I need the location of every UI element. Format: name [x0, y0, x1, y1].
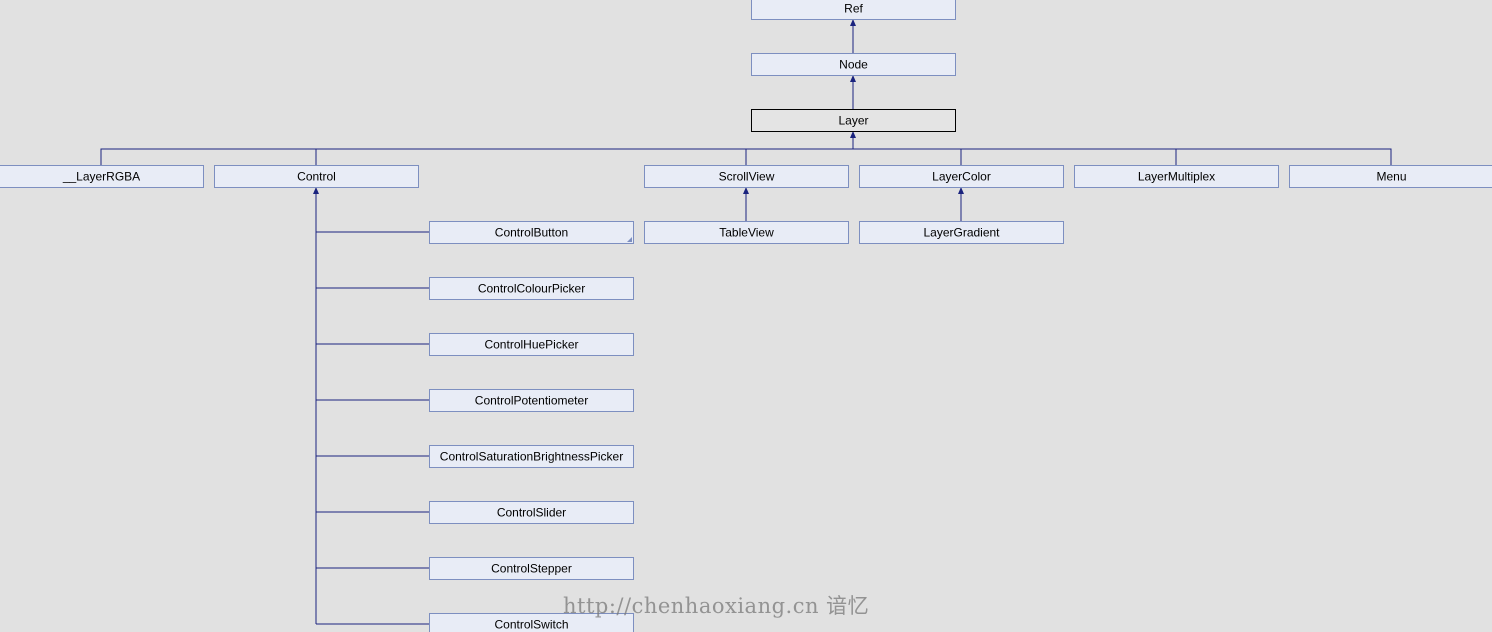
class-node-box-layercolor — [859, 165, 1064, 188]
class-node-box-controlbutton — [429, 221, 634, 244]
class-node-box-controlslider — [429, 501, 634, 524]
class-node-box-layerrgba — [0, 165, 204, 188]
class-node-layergradient[interactable]: LayerGradient — [859, 221, 1064, 244]
class-node-label-layergradient: LayerGradient — [923, 226, 1000, 240]
edge-scrollview-to-layer — [745, 148, 853, 165]
class-node-label-controlhuepicker: ControlHuePicker — [484, 338, 578, 352]
class-node-box-layer — [751, 109, 956, 132]
class-node-controlstepper[interactable]: ControlStepper — [429, 557, 634, 580]
class-node-label-scrollview: ScrollView — [719, 170, 775, 184]
class-node-label-menu: Menu — [1376, 170, 1406, 184]
edge-layerrgba-to-layer — [100, 148, 853, 165]
inheritance-edges — [100, 19, 1392, 625]
watermark-text: http://chenhaoxiang.cn 谙忆 — [563, 594, 870, 618]
class-node-box-layermultiplex — [1074, 165, 1279, 188]
class-node-box-ref — [751, 0, 956, 20]
class-node-controlbutton[interactable]: ControlButton — [429, 221, 634, 244]
class-node-control[interactable]: Control — [214, 165, 419, 188]
class-node-box-layergradient — [859, 221, 1064, 244]
class-node-label-layermultiplex: LayerMultiplex — [1138, 170, 1215, 184]
class-node-ref[interactable]: Ref — [751, 0, 956, 20]
class-node-label-controlbutton: ControlButton — [495, 226, 568, 240]
class-node-label-tableview: TableView — [719, 226, 774, 240]
class-node-box-controlcolourpicker — [429, 277, 634, 300]
class-node-box-scrollview — [644, 165, 849, 188]
class-node-controlswitch[interactable]: ControlSwitch — [429, 613, 634, 632]
edge-control-to-layer — [315, 148, 853, 165]
class-node-label-controlpotentiometer: ControlPotentiometer — [475, 394, 588, 408]
edge-menu-to-layer — [853, 148, 1392, 165]
class-node-layermultiplex[interactable]: LayerMultiplex — [1074, 165, 1279, 188]
arrowhead-into-layercolor — [958, 187, 964, 194]
arrowhead-into-layer — [850, 131, 856, 138]
class-node-label-layerrgba: __LayerRGBA — [62, 170, 140, 184]
class-node-layer: Layer — [751, 109, 956, 132]
class-node-box-control — [214, 165, 419, 188]
class-node-controlpotentiometer[interactable]: ControlPotentiometer — [429, 389, 634, 412]
arrowhead-into-control — [313, 187, 319, 194]
class-node-scrollview[interactable]: ScrollView — [644, 165, 849, 188]
class-node-label-controlstepper: ControlStepper — [491, 562, 572, 576]
class-node-controlcolourpicker[interactable]: ControlColourPicker — [429, 277, 634, 300]
class-node-label-node: Node — [839, 58, 868, 72]
class-node-controlsaturationbrightnesspicker[interactable]: ControlSaturationBrightnessPicker — [429, 445, 634, 468]
class-node-tableview[interactable]: TableView — [644, 221, 849, 244]
class-node-box-controlstepper — [429, 557, 634, 580]
more-children-icon[interactable] — [627, 237, 632, 242]
arrowhead-into-ref — [850, 19, 856, 26]
arrowhead-into-node — [850, 75, 856, 82]
class-node-label-layercolor: LayerColor — [932, 170, 991, 184]
class-node-label-controlcolourpicker: ControlColourPicker — [478, 282, 585, 296]
class-node-box-menu — [1289, 165, 1492, 188]
class-node-label-layer: Layer — [838, 114, 868, 128]
class-node-label-ref: Ref — [844, 2, 863, 16]
class-node-box-controlhuepicker — [429, 333, 634, 356]
edge-layercolor-to-layer — [853, 148, 962, 165]
class-node-label-controlsaturationbrightnesspicker: ControlSaturationBrightnessPicker — [440, 450, 623, 464]
class-node-box-controlswitch — [429, 613, 634, 632]
class-node-label-controlslider: ControlSlider — [497, 506, 566, 520]
class-node-label-controlswitch: ControlSwitch — [494, 618, 568, 632]
class-node-layerrgba[interactable]: __LayerRGBA — [0, 165, 204, 188]
class-node-node[interactable]: Node — [751, 53, 956, 76]
class-node-box-controlpotentiometer — [429, 389, 634, 412]
class-node-controlhuepicker[interactable]: ControlHuePicker — [429, 333, 634, 356]
class-node-layercolor[interactable]: LayerColor — [859, 165, 1064, 188]
class-node-controlslider[interactable]: ControlSlider — [429, 501, 634, 524]
edge-layermultiplex-to-layer — [853, 148, 1177, 165]
class-node-box-controlsaturationbrightnesspicker — [429, 445, 634, 468]
class-node-label-control: Control — [297, 170, 336, 184]
arrowhead-into-scrollview — [743, 187, 749, 194]
class-node-menu[interactable]: Menu — [1289, 165, 1492, 188]
class-node-box-tableview — [644, 221, 849, 244]
class-node-box-node — [751, 53, 956, 76]
